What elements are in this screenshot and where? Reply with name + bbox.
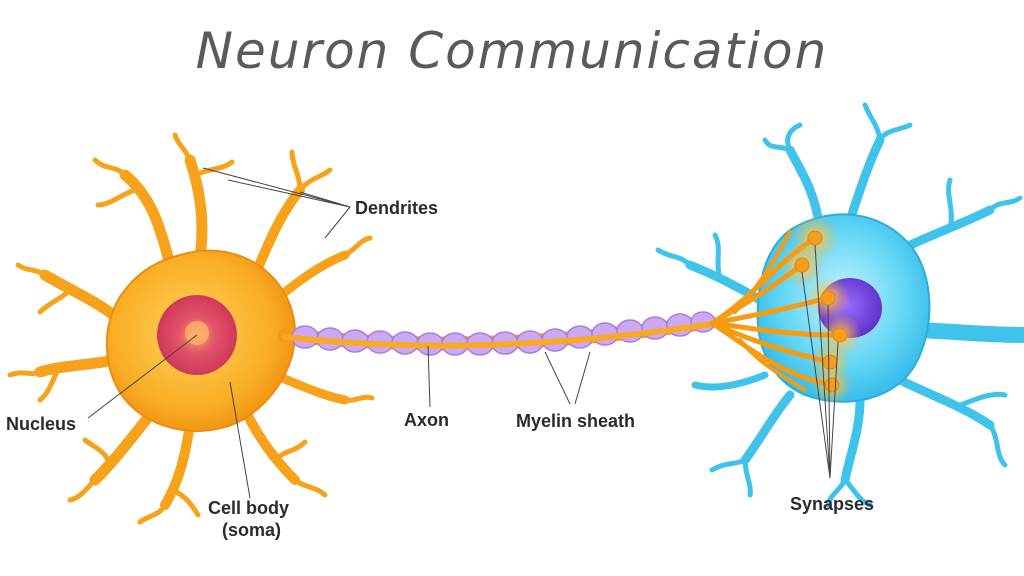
label-synapses: Synapses [790, 494, 875, 514]
label-nucleus: Nucleus [6, 414, 77, 434]
axon [278, 311, 717, 356]
label-cell-body-line1: Cell body [208, 498, 290, 518]
label-cell-body: Cell body (soma) [208, 497, 289, 541]
sending-neuron [7, 132, 375, 525]
label-myelin-sheath: Myelin sheath [516, 411, 636, 431]
leader-lines [87, 167, 839, 499]
label-axon: Axon [404, 410, 449, 430]
label-dendrites: Dendrites [355, 198, 439, 218]
diagram-title: Neuron Communication [195, 22, 829, 80]
label-cell-body-line2: (soma) [222, 520, 282, 540]
receiving-dendrites [655, 102, 1024, 508]
